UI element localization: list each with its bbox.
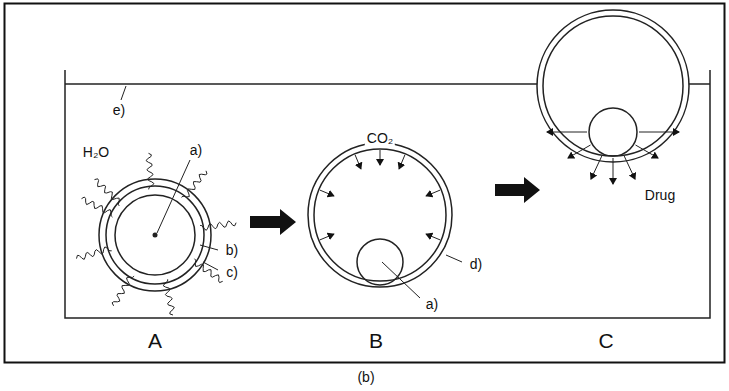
figure-caption: (b) [355,369,376,385]
water-wave [77,247,112,260]
drug-release-arrows [547,132,679,184]
drug-arrow [624,156,635,180]
water-wave [200,221,236,230]
water-wave [95,179,120,206]
part-label: e) [111,102,127,118]
part-label: CO₂ [365,130,395,146]
co2-arrow [320,234,334,240]
co2-arrow [380,150,381,165]
water-wave [82,197,113,217]
part-label: a) [424,296,440,312]
stage-arrow [495,177,540,203]
tablet-c [537,10,689,162]
tablet-b [308,143,462,298]
drug-arrow [636,145,659,158]
part-label: b) [224,242,240,258]
co2-arrows [320,150,440,240]
co2-arrow [426,234,440,240]
part-label: d) [468,256,484,272]
stage-letter: A [146,330,164,351]
water-wave [163,279,174,315]
water-wave [182,171,208,198]
co2-arrow [426,190,440,196]
stage-letter: C [596,330,615,351]
stage-letter: B [367,330,385,351]
water-wave [146,153,154,189]
drug-arrow [547,132,587,133]
leader-line [121,86,126,100]
co2-arrow [320,190,334,196]
water-penetration [77,153,237,315]
drug-arrow [639,132,679,133]
drug-arrow [568,145,591,158]
part-label: a) [188,142,204,158]
frame [5,4,725,363]
co2-arrow [355,155,361,169]
part-label: c) [224,264,240,280]
part-label: H₂O [81,144,111,160]
drug-arrow [591,156,602,180]
stage-arrow [250,209,296,235]
drug-arrow [613,158,614,184]
water-wave [112,276,134,306]
water-wave [195,259,223,283]
part-label: Drug [643,187,677,203]
co2-arrow [399,155,405,169]
